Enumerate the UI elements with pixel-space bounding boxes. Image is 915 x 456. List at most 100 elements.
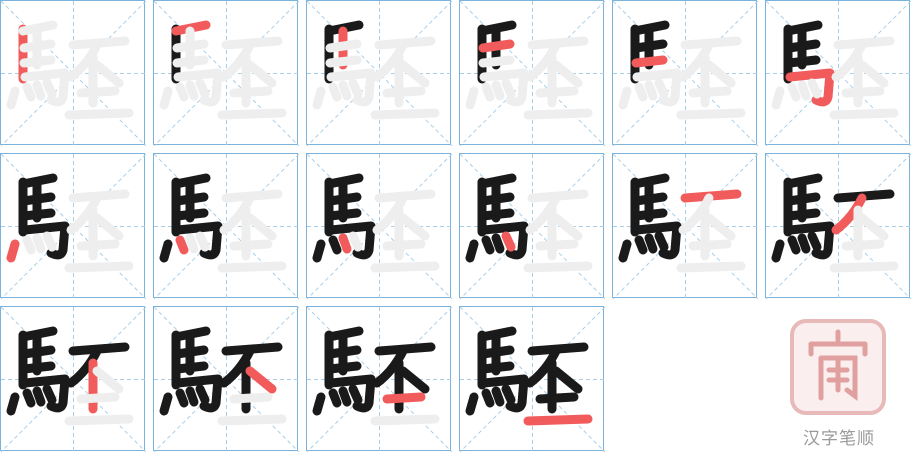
pending-stroke <box>326 68 376 107</box>
pending-stroke <box>175 82 189 102</box>
completed-stroke <box>328 235 342 255</box>
completed-stroke <box>173 221 223 260</box>
completed-stroke <box>172 192 209 206</box>
completed-stroke <box>19 361 56 374</box>
stroke-step-cell <box>306 0 452 146</box>
character-stroke-canvas <box>460 1 605 146</box>
completed-stroke <box>632 221 682 260</box>
pending-stroke <box>704 60 736 88</box>
completed-stroke <box>797 233 811 254</box>
completed-stroke <box>159 392 173 416</box>
pending-stroke <box>398 60 430 88</box>
pending-stroke <box>32 80 46 101</box>
completed-stroke <box>19 208 56 221</box>
completed-stroke <box>479 374 529 413</box>
current-stroke <box>523 414 593 426</box>
completed-stroke <box>771 239 785 263</box>
pending-stroke <box>22 82 36 102</box>
character-stroke-canvas <box>154 307 299 452</box>
completed-stroke <box>328 388 342 408</box>
pending-stroke <box>20 68 70 107</box>
completed-stroke <box>491 233 505 254</box>
completed-stroke <box>185 386 199 407</box>
completed-stroke <box>785 221 835 260</box>
brand-label: 汉字笔顺 <box>803 429 875 449</box>
current-stroke <box>478 39 515 53</box>
pending-stroke <box>382 86 426 98</box>
completed-stroke <box>66 346 102 388</box>
pending-stroke <box>372 40 408 82</box>
pending-stroke <box>678 193 714 235</box>
completed-stroke <box>325 361 362 374</box>
pending-stroke <box>787 82 801 102</box>
completed-stroke <box>6 392 20 416</box>
completed-stroke <box>784 192 821 206</box>
completed-stroke <box>631 208 668 221</box>
pending-stroke <box>370 261 440 273</box>
pending-stroke <box>185 233 199 254</box>
pending-stroke <box>857 60 889 88</box>
completed-stroke <box>20 221 70 260</box>
completed-stroke <box>784 39 821 53</box>
character-stroke-canvas <box>1 307 146 452</box>
pending-stroke <box>217 414 287 426</box>
stroke-step-cell <box>612 153 758 299</box>
pending-stroke <box>195 78 210 99</box>
pending-stroke <box>525 40 561 82</box>
pending-stroke <box>644 80 658 101</box>
pending-stroke <box>195 231 210 252</box>
pending-stroke <box>92 366 124 394</box>
current-stroke <box>245 366 277 394</box>
pending-stroke <box>185 80 199 101</box>
pending-stroke <box>245 60 277 88</box>
character-stroke-canvas <box>766 1 911 146</box>
completed-stroke <box>654 231 669 252</box>
pending-stroke <box>632 68 682 107</box>
pending-stroke <box>64 261 134 273</box>
character-stroke-canvas <box>307 307 452 452</box>
completed-stroke <box>807 231 822 252</box>
pending-stroke <box>491 80 505 101</box>
pending-stroke <box>159 86 173 110</box>
pending-stroke <box>229 392 273 404</box>
pending-stroke <box>229 239 273 251</box>
stroke-step-cell <box>153 0 299 146</box>
current-stroke <box>501 231 516 252</box>
current-stroke <box>175 235 189 255</box>
completed-stroke <box>618 239 632 263</box>
pending-stroke <box>76 239 120 251</box>
pending-stroke <box>676 261 746 273</box>
completed-stroke <box>535 392 579 404</box>
current-stroke <box>338 233 352 254</box>
pending-stroke <box>676 108 746 120</box>
pending-stroke <box>173 68 223 107</box>
completed-stroke <box>644 233 658 254</box>
pending-stroke <box>841 86 885 98</box>
character-stroke-canvas <box>613 154 758 299</box>
pending-stroke <box>64 414 134 426</box>
stroke-step-cell <box>0 153 146 299</box>
completed-stroke <box>465 392 479 416</box>
pending-stroke <box>32 233 46 254</box>
pending-stroke <box>857 213 889 241</box>
pending-stroke <box>370 108 440 120</box>
pending-stroke <box>92 213 124 241</box>
pending-stroke <box>325 39 362 53</box>
stroke-step-cell <box>306 153 452 299</box>
character-stroke-canvas <box>1 1 146 146</box>
completed-stroke <box>312 392 326 416</box>
pending-stroke <box>688 86 732 98</box>
completed-stroke <box>172 361 209 374</box>
completed-stroke <box>325 192 362 206</box>
completed-stroke <box>784 208 821 221</box>
pending-stroke <box>797 80 811 101</box>
completed-stroke <box>172 208 209 221</box>
seal-logo-icon <box>789 318 887 416</box>
completed-stroke <box>348 384 363 405</box>
completed-stroke <box>478 208 515 221</box>
stroke-step-cell <box>0 306 146 452</box>
pending-stroke <box>217 261 287 273</box>
pending-stroke <box>76 86 120 98</box>
completed-stroke <box>631 192 668 206</box>
pending-stroke <box>501 78 516 99</box>
